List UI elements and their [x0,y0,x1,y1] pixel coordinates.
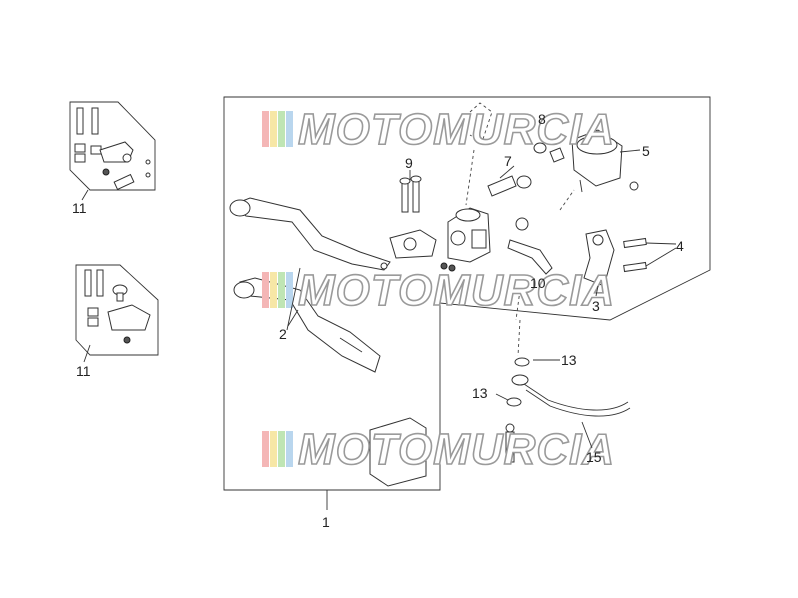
assembly-dash-lines [465,102,575,357]
bolts-9 [399,175,422,213]
callout-13-lower: 13 [472,385,488,401]
screws-4 [623,237,647,273]
master-cylinder-body [447,207,491,263]
callouts: 1 2 3 4 5 7 8 9 10 11 11 13 13 15 [72,111,684,530]
clamp-3 [583,229,615,287]
watermark-1: MOTOMURCIA [262,104,615,155]
callout-10: 10 [530,275,546,291]
svg-text:MOTOMURCIA: MOTOMURCIA [298,266,615,315]
reservoir-5 [571,129,639,193]
leader-lines [286,149,677,449]
link-10 [507,217,553,275]
small-clips [369,417,515,487]
callout-2: 2 [279,326,287,342]
main-assembly-frame [223,96,711,510]
callout-7: 7 [504,153,512,169]
callout-9: 9 [405,155,413,171]
brake-lever-upper [229,197,391,271]
callout-11-top: 11 [72,200,87,216]
part-8-fitting [533,142,565,163]
callout-3: 3 [592,298,600,314]
callout-8: 8 [538,111,546,127]
part-7-piston [487,175,532,197]
svg-text:MOTOMURCIA: MOTOMURCIA [298,105,615,154]
svg-text:MOTOMURCIA: MOTOMURCIA [298,425,615,474]
watermark-2: MOTOMURCIA [262,265,615,316]
callout-5: 5 [642,143,650,159]
callout-13-upper: 13 [561,352,577,368]
callout-1: 1 [322,514,330,530]
kit-11-bottom-parts [84,269,151,344]
kit-11-frame-bottom [75,264,159,363]
callout-11-bottom: 11 [76,363,91,379]
brake-hose-15 [511,374,631,417]
callout-4: 4 [676,238,684,254]
kit-11-frame-top [69,101,156,201]
clamp-bracket [389,229,456,272]
kit-11-top-parts [74,107,151,191]
callout-15: 15 [586,449,602,465]
washers-13 [506,357,530,407]
watermark-3: MOTOMURCIA [262,424,615,475]
